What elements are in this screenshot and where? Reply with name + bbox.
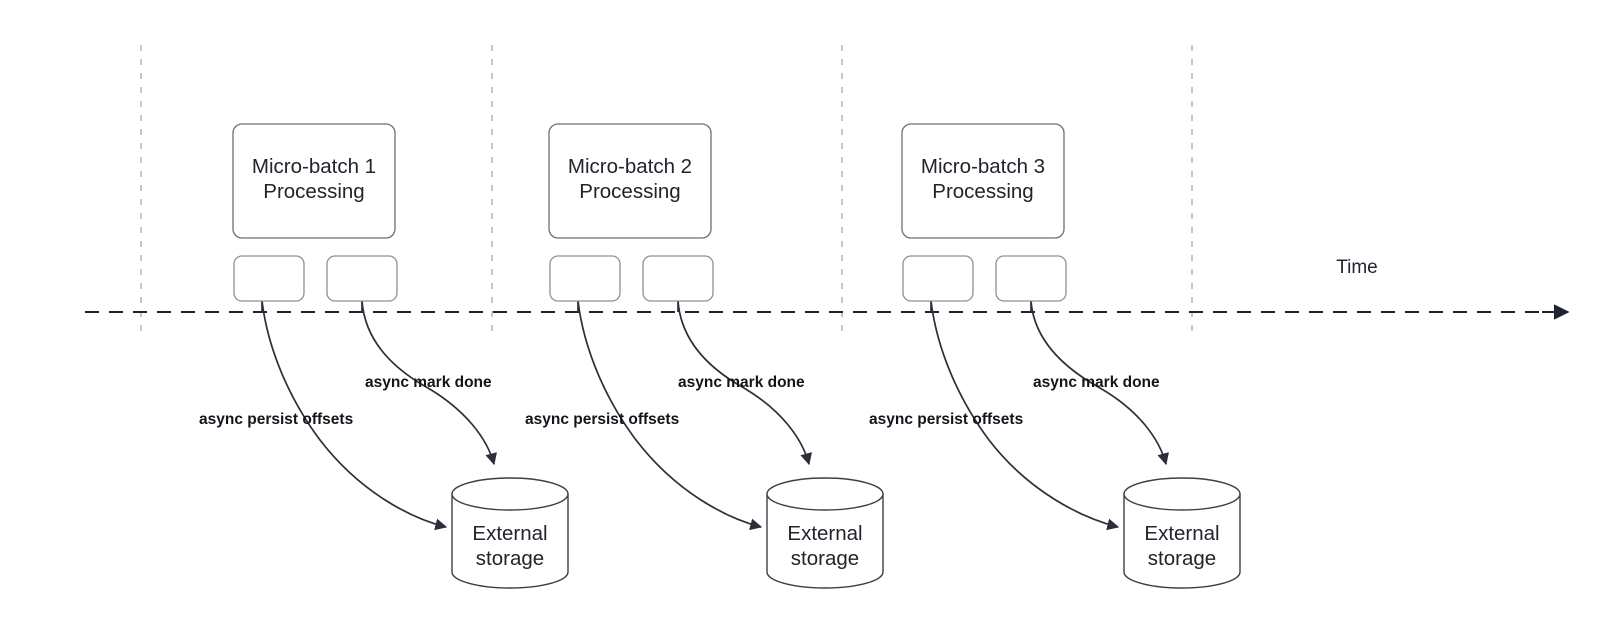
batch-1-storage-label-line1: External — [472, 522, 547, 545]
micro-batch-2-task-a[interactable] — [549, 255, 621, 302]
async-persist-offsets-flow-2 — [577, 300, 763, 531]
async-persist-offsets-flow-1 — [261, 300, 448, 531]
micro-batch-2-task-b[interactable] — [642, 255, 714, 302]
async-persist-offsets-flow-1-label: async persist offsets — [199, 411, 353, 428]
batch-2-label-line1: Micro-batch 2 — [568, 155, 692, 178]
batch-2-storage-label-line2: storage — [791, 547, 859, 570]
batch-1-label-line2: Processing — [263, 180, 364, 203]
time-axis-label: Time — [1336, 257, 1378, 278]
batch-2-storage-label-line1: External — [787, 522, 862, 545]
period-boundary-ticks — [140, 45, 1193, 336]
batch-3-external-storage-top — [1123, 477, 1241, 511]
batch-2-label-line2: Processing — [579, 180, 680, 203]
batch-2-external-storage-top — [766, 477, 884, 511]
micro-batch-3-task-a[interactable] — [902, 255, 974, 302]
time-axis-label-group: Time — [1336, 257, 1378, 278]
batch-2-processing-box[interactable] — [548, 123, 712, 239]
async-mark-done-flow-1 — [361, 300, 497, 466]
async-flow-arrows — [261, 300, 1169, 531]
batch-1-external-storage-body[interactable] — [451, 493, 569, 589]
flow-labels: async persist offsets async mark done asyn… — [199, 374, 1160, 428]
batch-1-external-storage-top — [451, 477, 569, 511]
batch-1-storage-label-line2: storage — [476, 547, 544, 570]
batch-3-label-line2: Processing — [932, 180, 1033, 203]
async-mark-done-flow-3-label: async mark done — [1033, 374, 1160, 391]
async-mark-done-flow-2 — [677, 300, 812, 466]
async-mark-done-flow-1-label: async mark done — [365, 374, 492, 391]
batch-1-label-line1: Micro-batch 1 — [252, 155, 376, 178]
micro-batch-1-task-b[interactable] — [326, 255, 398, 302]
async-mark-done-flow-3 — [1030, 300, 1169, 466]
micro-batch-3-task-b[interactable] — [995, 255, 1067, 302]
batch-3-storage-label-line2: storage — [1148, 547, 1216, 570]
micro-batch-1-task-a[interactable] — [233, 255, 305, 302]
batch-3-storage-label-line1: External — [1144, 522, 1219, 545]
batch-2-external-storage-body[interactable] — [766, 493, 884, 589]
async-persist-offsets-flow-3-label: async persist offsets — [869, 411, 1023, 428]
batch-1-processing-box[interactable] — [232, 123, 396, 239]
async-persist-offsets-flow-3 — [930, 300, 1120, 531]
batch-3-label-line1: Micro-batch 3 — [921, 155, 1045, 178]
batch-3-external-storage-body[interactable] — [1123, 493, 1241, 589]
batch-3-processing-box[interactable] — [901, 123, 1065, 239]
async-mark-done-flow-2-label: async mark done — [678, 374, 805, 391]
micro-batch-groups: Micro-batch 1ProcessingExternalstorageMi… — [232, 123, 1241, 589]
async-persist-offsets-flow-2-label: async persist offsets — [525, 411, 679, 428]
